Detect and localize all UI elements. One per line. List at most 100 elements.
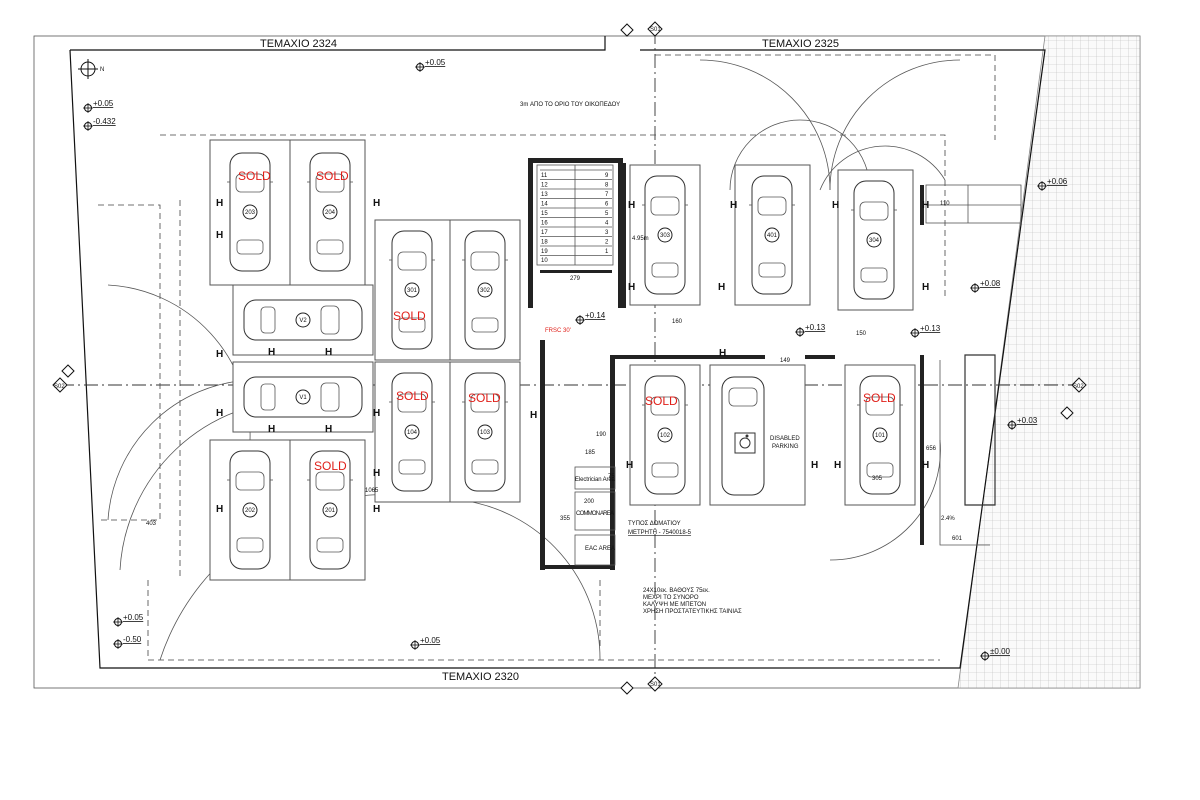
space-number: 204 xyxy=(325,210,336,216)
stair-number: 13 xyxy=(541,192,548,198)
north-arrow-icon: N xyxy=(78,59,104,79)
car-windshield xyxy=(757,196,787,216)
car-windshield xyxy=(397,251,427,271)
space-number: 103 xyxy=(480,430,491,436)
bumper-mark: H xyxy=(626,460,633,471)
car-windshield xyxy=(650,396,680,416)
level-value: -0.50 xyxy=(123,635,142,644)
disabled-parking-label: DISABLED PARKING xyxy=(770,436,801,450)
level-value: +0.03 xyxy=(1017,416,1038,425)
parking-space-202: 202 xyxy=(227,450,273,570)
car-windshield xyxy=(315,471,345,491)
room-type-note: ΤΥΠΟΣ ΔΩΜΑΤΙΟΥ xyxy=(628,521,681,527)
bumper-mark: H xyxy=(718,282,725,293)
sold-label: SOLD xyxy=(393,309,426,323)
wheelchair-icon xyxy=(734,432,756,454)
space-number-circle xyxy=(872,427,888,443)
level-value: -0.432 xyxy=(93,117,116,126)
svg-text:2.4%: 2.4% xyxy=(941,516,955,522)
bumper-mark: H xyxy=(811,460,818,471)
car-windshield xyxy=(728,387,758,407)
space-number: 101 xyxy=(875,433,886,439)
level-value: +0.05 xyxy=(425,58,446,67)
space-number: 302 xyxy=(480,288,491,294)
parking-space-303: 303 xyxy=(642,175,688,295)
car-rear-window xyxy=(471,317,499,333)
plot-boundary xyxy=(70,36,606,51)
space-number-circle xyxy=(242,502,258,518)
car-windshield xyxy=(470,393,500,413)
plot-label-2325: ΤΕΜΑΧΙΟ 2325 xyxy=(762,38,839,50)
meter-note: ΜΕΤΡΗΤΗ - 7540018-5 xyxy=(628,530,692,536)
sold-label: SOLD xyxy=(396,389,429,403)
car-windshield xyxy=(397,393,427,413)
car-windshield xyxy=(859,201,889,221)
bumper-mark: H xyxy=(834,460,841,471)
level-value: +0.05 xyxy=(420,636,441,645)
car-rear-window xyxy=(316,239,344,255)
bumper-mark: H xyxy=(719,348,726,359)
svg-text:279: 279 xyxy=(570,276,581,282)
svg-text:160: 160 xyxy=(672,319,683,325)
svg-text:601: 601 xyxy=(952,536,963,542)
bumper-mark: H xyxy=(216,408,223,419)
fire-door-note: FRSC 30' xyxy=(545,328,571,334)
space-number: 303 xyxy=(660,233,671,239)
space-number-circle xyxy=(242,204,258,220)
parking-space-v1: V1 xyxy=(243,376,363,418)
stair-number: 2 xyxy=(605,240,609,246)
stair-number: 19 xyxy=(541,249,548,255)
parking-space-302: 302 xyxy=(462,230,508,350)
section-marker-left: S02 xyxy=(52,364,75,393)
car-rear-window xyxy=(758,262,786,278)
sold-label: SOLD xyxy=(314,459,347,473)
level-marker: +0.08 xyxy=(970,279,1001,293)
car-rear-window xyxy=(260,383,276,411)
level-marker: +0.13 xyxy=(795,323,826,337)
boundary-note: 3m ΑΠΟ ΤΟ ΟΡΙΟ ΤΟΥ ΟΙΚΟΠΕΔΟΥ xyxy=(520,102,620,108)
sold-label: SOLD xyxy=(238,169,271,183)
space-number-circle xyxy=(295,389,311,405)
stair-number: 12 xyxy=(541,183,548,189)
bumper-mark: H xyxy=(922,460,929,471)
space-number-circle xyxy=(322,502,338,518)
space-number-circle xyxy=(404,282,420,298)
sidewalk-hatch xyxy=(957,35,1141,689)
section-marker-right: S02 xyxy=(1060,377,1087,420)
car-windshield xyxy=(320,382,340,412)
bumper-mark: H xyxy=(268,347,275,358)
bumper-mark: H xyxy=(922,200,929,211)
level-value: +0.06 xyxy=(1047,177,1068,186)
plot-label-2320: ΤΕΜΑΧΙΟ 2320 xyxy=(442,671,519,683)
svg-text:403: 403 xyxy=(146,521,157,527)
svg-text:149: 149 xyxy=(780,358,791,364)
space-number: 401 xyxy=(767,233,778,239)
svg-text:355: 355 xyxy=(560,516,571,522)
level-value: +0.05 xyxy=(93,99,114,108)
car-rear-window xyxy=(866,462,894,478)
space-number: 203 xyxy=(245,210,256,216)
section-marker-bottom: S01 xyxy=(620,676,663,695)
bumper-mark: H xyxy=(216,198,223,209)
electrician-area-label: Electrician Area xyxy=(575,477,616,483)
svg-text:1065: 1065 xyxy=(365,488,379,494)
level-marker: +0.13 xyxy=(910,324,941,338)
north-label: N xyxy=(100,67,104,73)
plot-label-2324: ΤΕΜΑΧΙΟ 2324 xyxy=(260,38,337,50)
parking-space-401: 401 xyxy=(749,175,795,295)
sold-label: SOLD xyxy=(316,169,349,183)
space-number-circle xyxy=(657,227,673,243)
stair-number: 15 xyxy=(541,211,548,217)
space-number-circle xyxy=(764,227,780,243)
car-windshield xyxy=(470,251,500,271)
svg-text:656: 656 xyxy=(926,446,937,452)
level-marker: ±0.00 xyxy=(980,647,1011,661)
stair-number: 16 xyxy=(541,221,548,227)
level-marker: +0.05 xyxy=(415,58,446,72)
svg-text:305: 305 xyxy=(872,476,883,482)
svg-text:190: 190 xyxy=(596,432,607,438)
space-number-circle xyxy=(477,424,493,440)
